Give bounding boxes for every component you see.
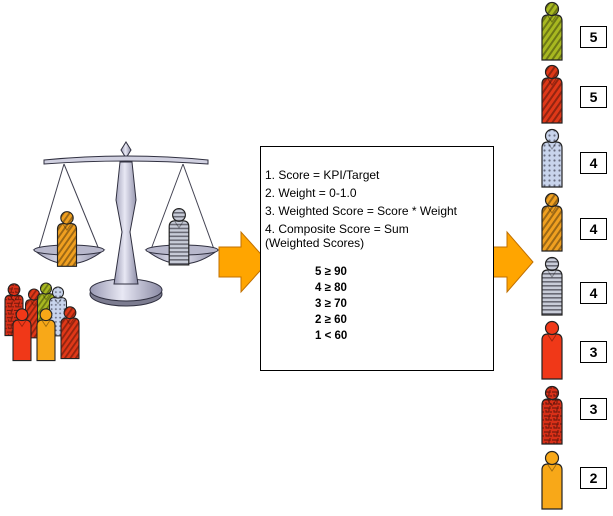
score-box: 4 — [580, 218, 607, 240]
rule-step: (Weighted Scores) — [265, 236, 365, 250]
score-box: 5 — [580, 26, 607, 48]
person-icon — [541, 64, 563, 124]
score-band: 4 ≥ 80 — [315, 282, 347, 294]
score-band: 3 ≥ 70 — [315, 298, 347, 310]
score-box: 4 — [580, 282, 607, 304]
scoring-rules-box: 1. Score = KPI/Target 2. Weight = 0-1.0 … — [260, 146, 494, 371]
score-box: 3 — [580, 398, 607, 420]
score-box: 4 — [580, 152, 607, 174]
person-icon — [541, 192, 563, 252]
rule-step: 1. Score = KPI/Target — [265, 168, 380, 182]
people-group-icon — [4, 282, 80, 362]
person-icon — [541, 450, 563, 510]
person-icon — [541, 1, 563, 61]
rule-step: 3. Weighted Score = Score * Weight — [265, 204, 457, 218]
person-icon — [36, 308, 56, 362]
rule-step: 4. Composite Score = Sum — [265, 222, 409, 236]
person-icon — [56, 211, 78, 267]
person-icon — [168, 207, 190, 266]
rule-step: 2. Weight = 0-1.0 — [265, 186, 357, 200]
score-band: 5 ≥ 90 — [315, 266, 347, 278]
person-icon — [541, 128, 563, 188]
score-box: 5 — [580, 86, 607, 108]
arrow-right-icon — [218, 230, 269, 294]
person-icon — [541, 256, 563, 316]
person-icon — [60, 306, 80, 360]
score-band: 1 < 60 — [315, 330, 348, 342]
person-icon — [12, 308, 32, 362]
person-icon — [541, 385, 563, 445]
score-band: 2 ≥ 60 — [315, 314, 347, 326]
ranked-people-list — [541, 1, 563, 510]
person-icon — [541, 320, 563, 380]
score-box: 3 — [580, 341, 607, 363]
score-box: 2 — [580, 467, 607, 489]
